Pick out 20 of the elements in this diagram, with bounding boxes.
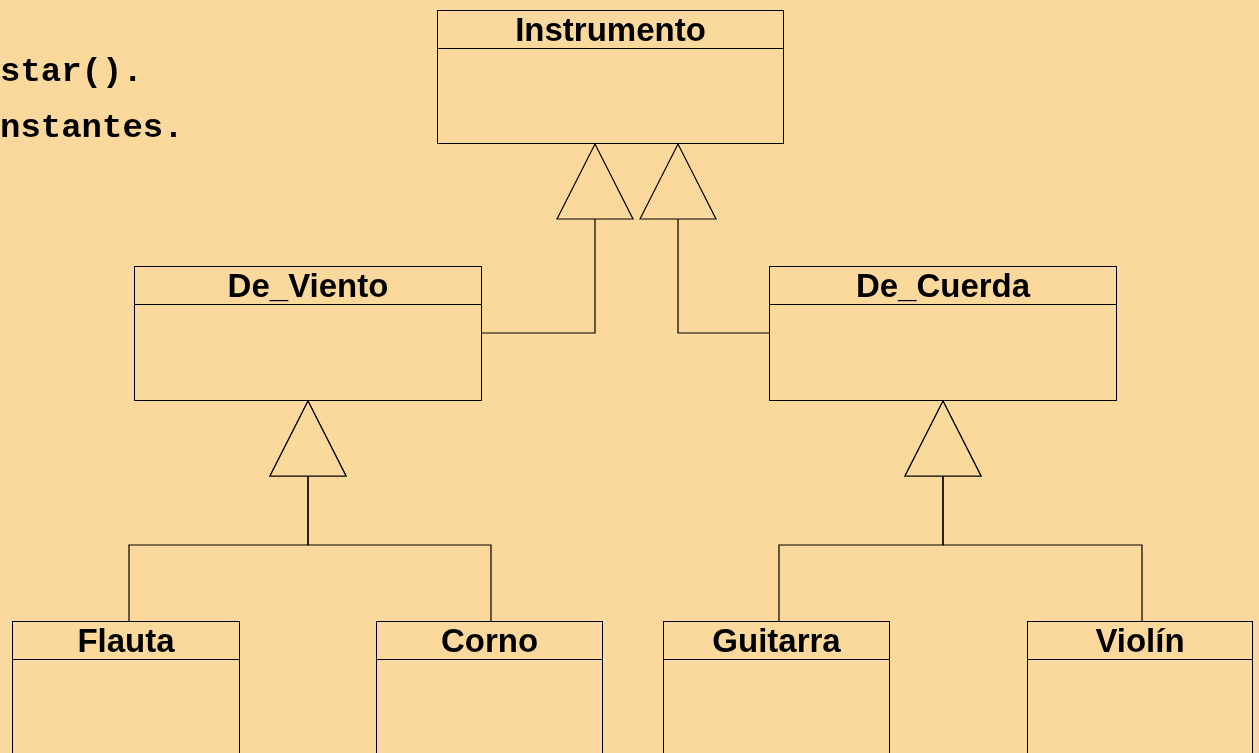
generalization-arrow [269, 400, 492, 622]
generalization-arrow [639, 143, 770, 334]
class-box [437, 10, 784, 144]
class-box [663, 621, 890, 753]
class-name: De_Cuerda [855, 268, 1031, 304]
class-name: De_Viento [227, 268, 389, 304]
class-box [134, 266, 482, 401]
code-text: nstantes. [0, 108, 184, 148]
generalization-arrow [481, 143, 634, 334]
class-name: Guitarra [712, 623, 841, 659]
class-name: Violín [1095, 623, 1185, 659]
code-text: star(). [0, 52, 143, 92]
class-box [769, 266, 1117, 401]
class-box [376, 621, 603, 753]
class-box [1027, 621, 1253, 753]
class-name: Corno [440, 623, 539, 659]
class-name: Flauta [77, 623, 175, 659]
generalization-arrow [904, 400, 1143, 622]
class-name: Instrumento [515, 12, 706, 48]
class-box [12, 621, 240, 753]
